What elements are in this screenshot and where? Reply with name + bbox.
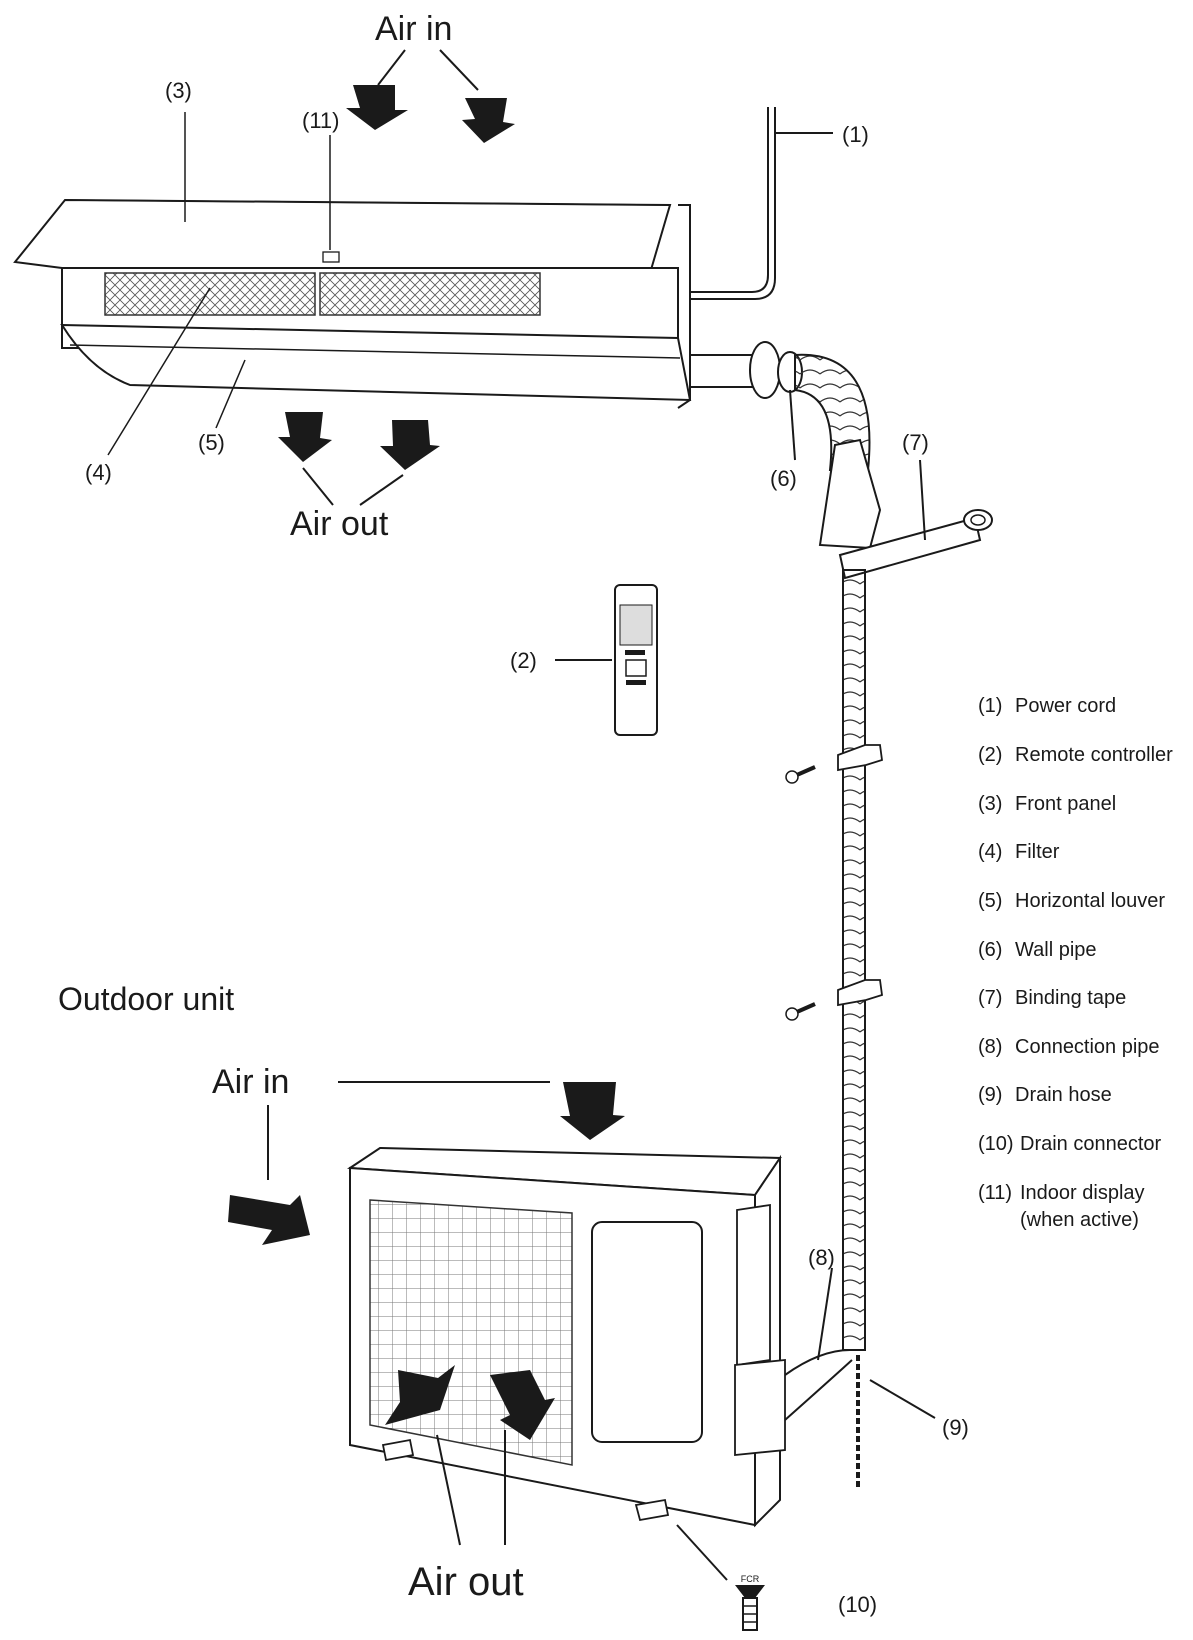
callout-2: (2): [510, 648, 537, 673]
legend-text: Binding tape: [1015, 987, 1126, 1009]
indoor-unit: [13, 198, 692, 409]
air-out-outdoor-arrows: [385, 1365, 555, 1546]
air-out-indoor-arrows: [278, 412, 440, 506]
callout-6: (6): [770, 466, 797, 491]
legend-text: Horizontal louver: [1015, 890, 1165, 912]
outdoor-foot: [381, 1438, 415, 1462]
callout-9: (9): [942, 1415, 969, 1440]
callout-11: (11): [302, 108, 340, 133]
legend-text: Power cord: [1015, 695, 1116, 717]
power-cord: [690, 107, 769, 293]
legend-num: (4): [978, 841, 1002, 863]
callout-7: (7): [902, 430, 929, 455]
horizontal-louver: [60, 323, 692, 402]
drain-connector-stamp: FCR: [741, 1574, 760, 1584]
air-out-indoor-label: Air out: [290, 505, 389, 543]
legend-num: (3): [978, 793, 1002, 815]
legend-num: (2): [978, 744, 1002, 766]
arrow-down-icon: [560, 1082, 625, 1140]
arrow-down-icon: [346, 85, 408, 130]
outdoor-unit-title: Outdoor unit: [58, 981, 234, 1017]
air-out-outdoor-label: Air out: [408, 1560, 524, 1604]
filter-left: [104, 272, 316, 316]
air-in-top-arrows: [346, 49, 515, 143]
screw-icon: [785, 1002, 816, 1021]
callout-3: (3): [165, 78, 192, 103]
outdoor-fan-grille: [369, 1199, 573, 1466]
legend-text-line2: (when active): [1020, 1209, 1139, 1231]
outdoor-foot: [634, 1498, 670, 1522]
indoor-display-icon: [322, 251, 340, 263]
legend-num: (8): [978, 1036, 1002, 1058]
legend-text: Filter: [1015, 841, 1060, 863]
legend: (1) Power cord (2) Remote controller (3)…: [978, 695, 1173, 1231]
wall-pipe: [689, 341, 871, 471]
callout-4: (4): [85, 460, 112, 485]
legend-num: (9): [978, 1084, 1002, 1106]
legend-num: (5): [978, 890, 1002, 912]
callout-1: (1): [842, 122, 869, 147]
callout-10: (10): [838, 1592, 877, 1617]
remote-controller: [555, 584, 658, 736]
arrow-down-icon: [278, 412, 332, 462]
legend-text: Drain connector: [1020, 1133, 1162, 1155]
legend-num: (11): [978, 1182, 1012, 1204]
arrow-down-icon: [462, 98, 515, 143]
pipe-clip: [837, 744, 883, 772]
filter-right: [319, 272, 541, 316]
legend-text: Front panel: [1015, 793, 1116, 815]
legend-text: Remote controller: [1015, 744, 1173, 766]
legend-num: (6): [978, 939, 1002, 961]
connection-pipe-vertical: [842, 569, 866, 1351]
callout-5: (5): [198, 430, 225, 455]
legend-num: (1): [978, 695, 1002, 717]
arrow-down-icon: [380, 420, 440, 470]
legend-text: Connection pipe: [1015, 1036, 1160, 1058]
legend-text: Drain hose: [1015, 1084, 1112, 1106]
arrow-right-icon: [228, 1195, 310, 1245]
pipe-bracket: [818, 438, 882, 550]
drain-connector: FCR: [676, 1524, 765, 1631]
arrow-down-icon: [490, 1370, 555, 1440]
air-in-outdoor-arrows: [228, 1081, 625, 1245]
screw-icon: [785, 765, 816, 784]
outdoor-side-panel: [591, 1221, 703, 1443]
air-in-top-label: Air in: [375, 10, 452, 48]
pipe-clip: [837, 979, 883, 1007]
callout-8: (8): [808, 1245, 835, 1270]
legend-text: Indoor display: [1020, 1182, 1145, 1204]
legend-num: (10): [978, 1133, 1014, 1155]
outdoor-unit: [346, 1146, 786, 1528]
legend-num: (7): [978, 987, 1002, 1009]
arrow-down-icon: [385, 1365, 455, 1425]
legend-text: Wall pipe: [1015, 939, 1097, 961]
air-in-outdoor-label: Air in: [212, 1063, 289, 1101]
